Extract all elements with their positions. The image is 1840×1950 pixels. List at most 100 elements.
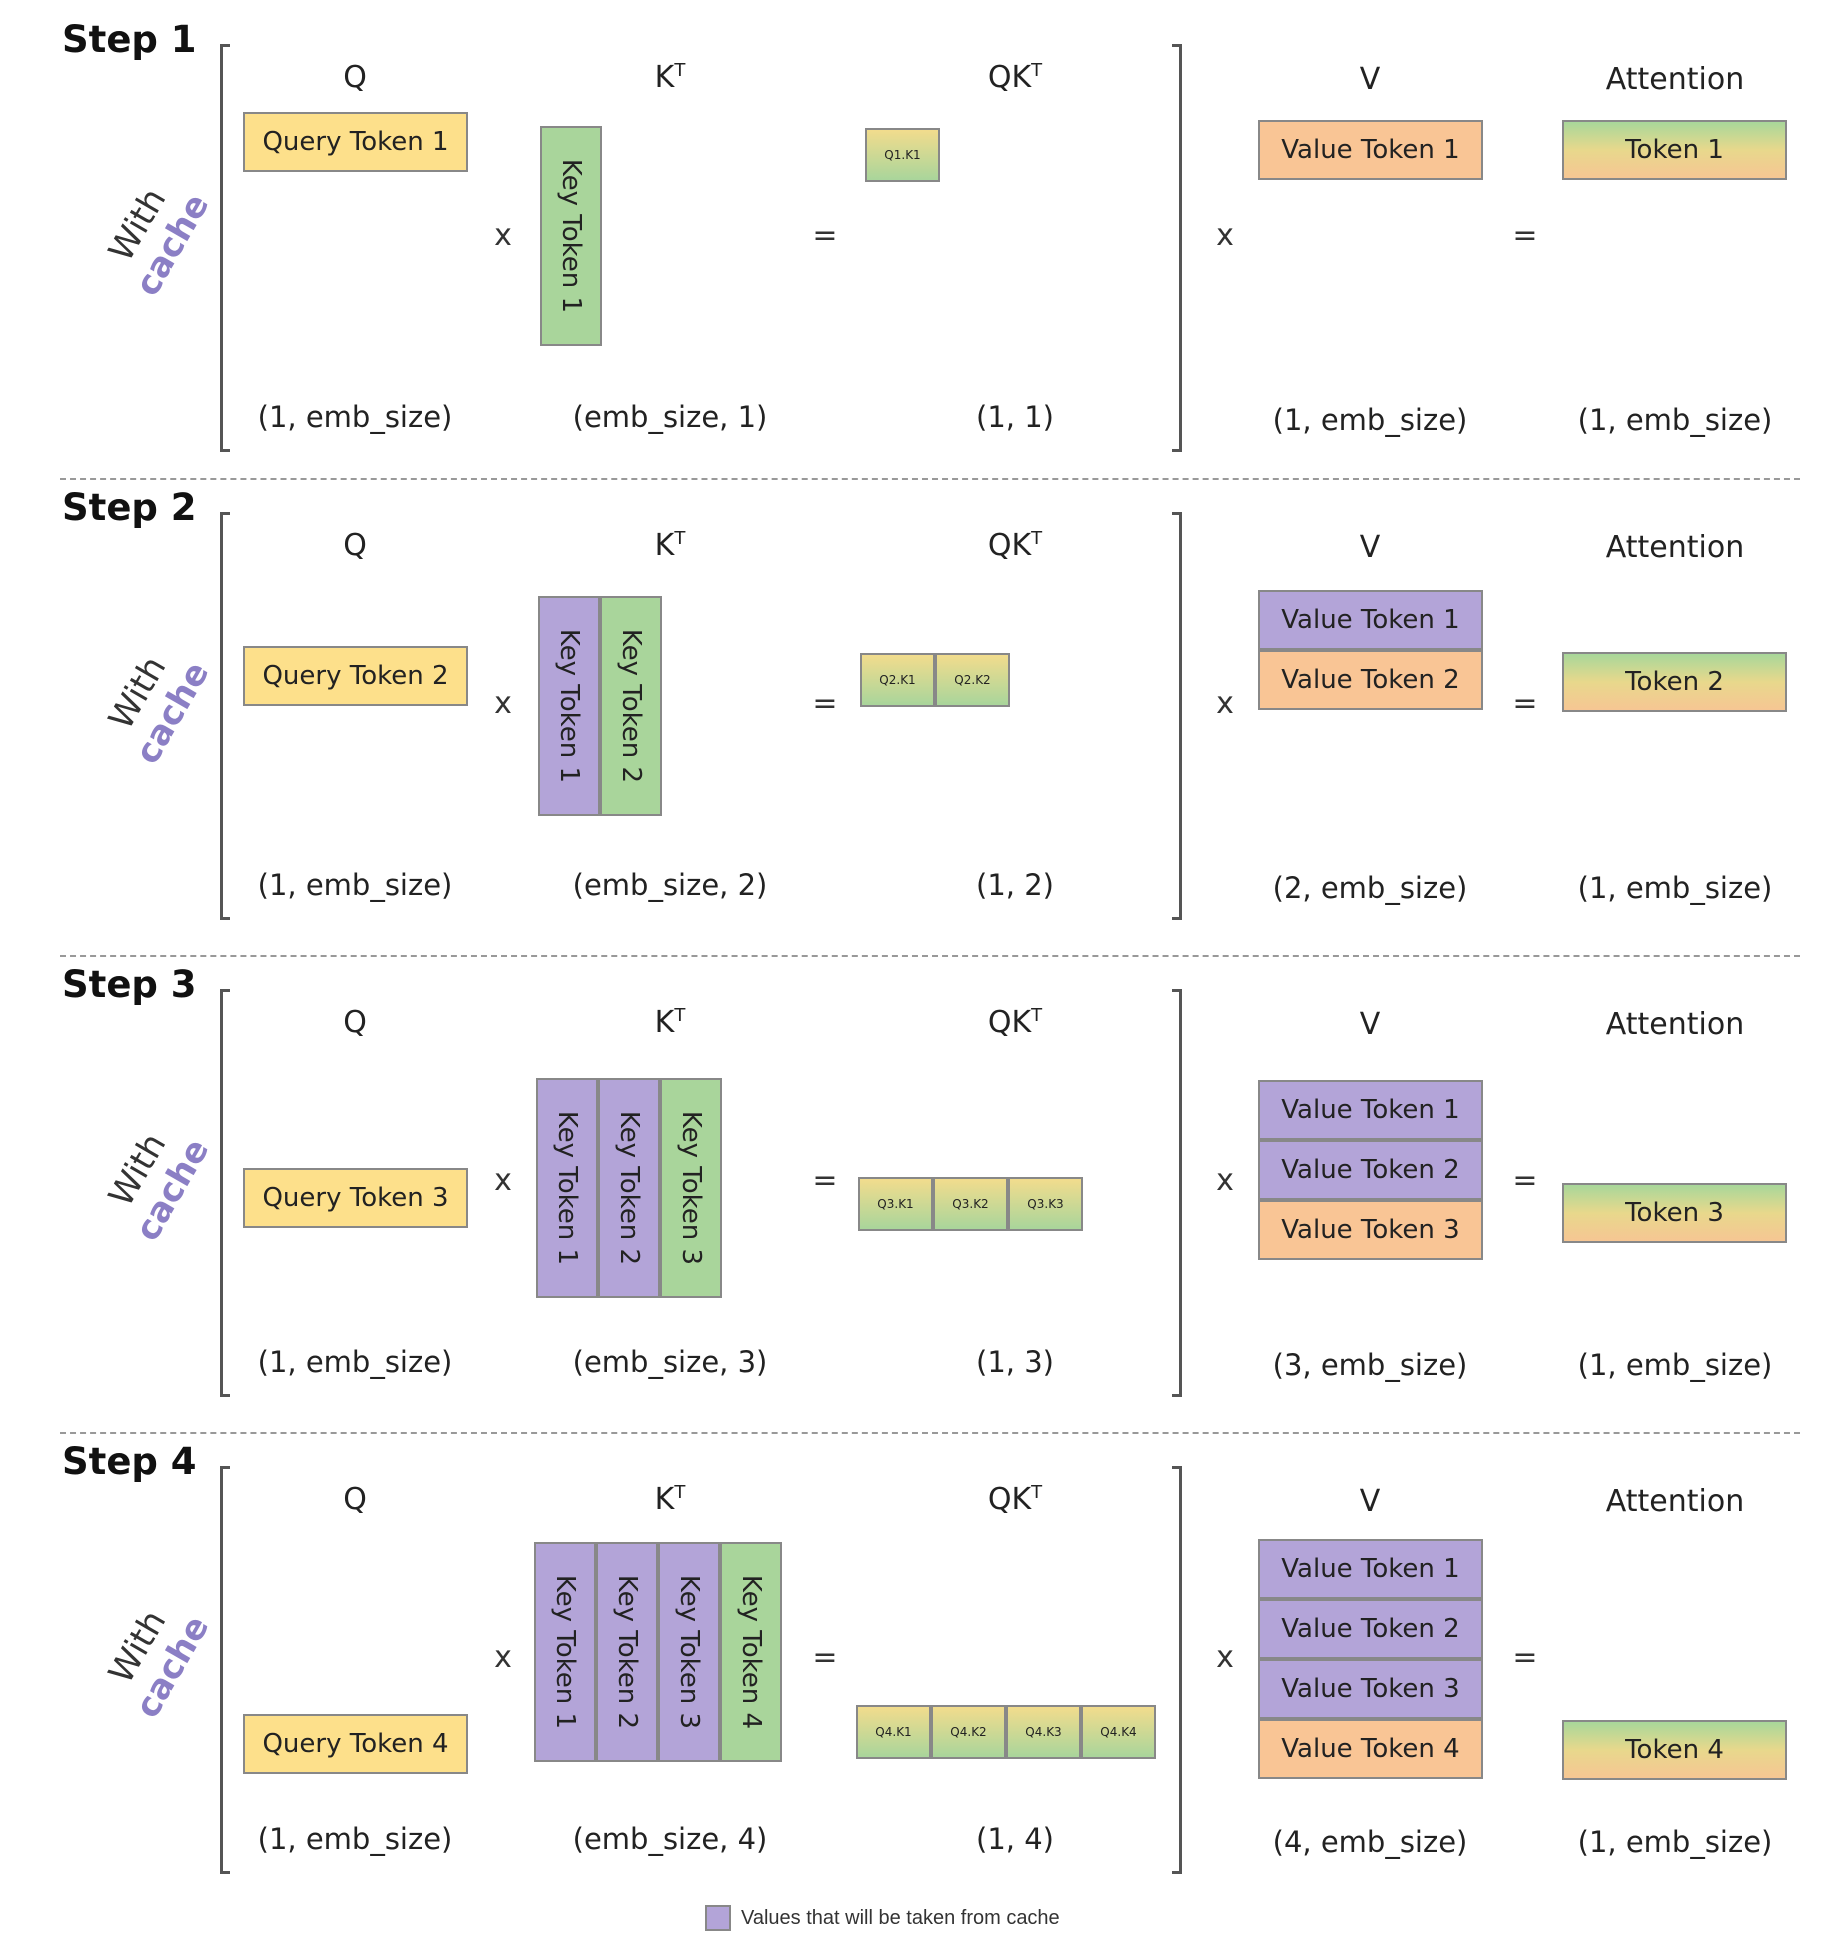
qk-cell: Q3.K2 [933, 1177, 1008, 1231]
key-token-label: Key Token 2 [612, 1574, 642, 1730]
step-divider [60, 1432, 1800, 1434]
attention-output-box: Token 4 [1562, 1720, 1787, 1780]
key-token-2-column: Key Token 2 [600, 596, 662, 816]
key-token-label: Key Token 2 [614, 1110, 644, 1266]
header-k-transpose: KT [560, 1005, 780, 1040]
header-k-transpose-text: K [654, 1005, 675, 1040]
dim-qk: (1, 4) [976, 1822, 1054, 1856]
header-attention-text: Attention [1605, 1484, 1745, 1519]
key-token-3-column: Key Token 3 [658, 1542, 720, 1762]
key-token-label: Key Token 1 [552, 1110, 582, 1266]
header-k-transpose: KT [560, 528, 780, 563]
dim-v: (3, emb_size) [1272, 1348, 1468, 1382]
bracket-left [220, 1466, 230, 1874]
header-q: Q [245, 1482, 465, 1517]
header-v-text: V [1359, 62, 1381, 97]
times-operator-2: x [1216, 686, 1234, 721]
dim-q: (1, emb_size) [257, 868, 453, 902]
bracket-left [220, 44, 230, 452]
qk-cell: Q4.K4 [1081, 1705, 1156, 1759]
key-token-1-column: Key Token 1 [536, 1078, 598, 1298]
header-q-text: Q [343, 1482, 367, 1517]
header-q-text: Q [343, 60, 367, 95]
key-token-label: Key Token 1 [550, 1574, 580, 1730]
header-qk-transpose-superscript: T [1031, 528, 1043, 549]
header-q: Q [245, 528, 465, 563]
key-token-label: Key Token 1 [556, 158, 586, 314]
dim-q: (1, emb_size) [257, 1822, 453, 1856]
header-attention-text: Attention [1605, 530, 1745, 565]
qk-cell: Q3.K1 [858, 1177, 933, 1231]
value-token-1-box: Value Token 1 [1258, 1080, 1483, 1140]
header-attention-text: Attention [1605, 62, 1745, 97]
header-q: Q [245, 1005, 465, 1040]
bracket-left [220, 512, 230, 920]
header-qk-transpose-text: QK [987, 60, 1032, 95]
query-token-box: Query Token 1 [243, 112, 468, 172]
key-token-label: Key Token 3 [676, 1110, 706, 1266]
header-v: V [1260, 1484, 1480, 1519]
bracket-right [1172, 512, 1182, 920]
bracket-right [1172, 1466, 1182, 1874]
header-v: V [1260, 1007, 1480, 1042]
dim-attention: (1, emb_size) [1577, 1825, 1773, 1859]
header-k-transpose-text: K [654, 60, 675, 95]
qk-cell: Q1.K1 [865, 128, 940, 182]
times-operator-2: x [1216, 218, 1234, 253]
key-token-1-column: Key Token 1 [534, 1542, 596, 1762]
equals-operator-2: = [1512, 1640, 1538, 1675]
header-k-transpose-text: K [654, 528, 675, 563]
dim-qk: (1, 3) [976, 1345, 1054, 1379]
bracket-right [1172, 44, 1182, 452]
header-qk-transpose-superscript: T [1031, 1005, 1043, 1026]
times-operator-2: x [1216, 1640, 1234, 1675]
key-token-label: Key Token 2 [616, 628, 646, 784]
header-attention: Attention [1560, 62, 1790, 97]
equals-operator-2: = [1512, 1163, 1538, 1198]
key-matrix: Key Token 1 Key Token 2 [538, 596, 662, 816]
header-qk-transpose-superscript: T [1031, 1482, 1043, 1503]
step-divider [60, 478, 1800, 480]
key-token-1-column: Key Token 1 [540, 126, 602, 346]
query-token-box: Query Token 2 [243, 646, 468, 706]
qk-cell: Q4.K2 [931, 1705, 1006, 1759]
qk-cell: Q2.K2 [935, 653, 1010, 707]
header-qk-transpose-text: QK [987, 1482, 1032, 1517]
header-qk-transpose-text: QK [987, 1005, 1032, 1040]
bracket-left [220, 989, 230, 1397]
header-k-transpose-superscript: T [674, 1005, 686, 1026]
header-qk-transpose: QKT [905, 1005, 1125, 1040]
header-attention-text: Attention [1605, 1007, 1745, 1042]
header-attention: Attention [1560, 1007, 1790, 1042]
qk-cell: Q3.K3 [1008, 1177, 1083, 1231]
key-token-label: Key Token 1 [554, 628, 584, 784]
header-k-transpose-superscript: T [674, 528, 686, 549]
attention-output-box: Token 1 [1562, 120, 1787, 180]
dim-q: (1, emb_size) [257, 1345, 453, 1379]
attention-output-box: Token 2 [1562, 652, 1787, 712]
dim-qk: (1, 1) [976, 400, 1054, 434]
qk-cell: Q4.K3 [1006, 1705, 1081, 1759]
legend: Values that will be taken from cache [705, 1905, 1060, 1931]
equals-operator-2: = [1512, 686, 1538, 721]
header-k-transpose-superscript: T [674, 1482, 686, 1503]
key-token-4-column: Key Token 4 [720, 1542, 782, 1762]
value-token-1-box: Value Token 1 [1258, 590, 1483, 650]
key-token-1-column: Key Token 1 [538, 596, 600, 816]
dim-qk: (1, 2) [976, 868, 1054, 902]
header-v: V [1260, 62, 1480, 97]
step-title: Step 2 [62, 486, 197, 529]
step-title: Step 1 [62, 18, 197, 61]
header-qk-transpose-superscript: T [1031, 60, 1043, 81]
value-token-2-box: Value Token 2 [1258, 1140, 1483, 1200]
qk-cell: Q4.K1 [856, 1705, 931, 1759]
equals-operator-1: = [812, 1640, 838, 1675]
dim-v: (2, emb_size) [1272, 871, 1468, 905]
header-v-text: V [1359, 530, 1381, 565]
step-title: Step 4 [62, 1440, 197, 1483]
